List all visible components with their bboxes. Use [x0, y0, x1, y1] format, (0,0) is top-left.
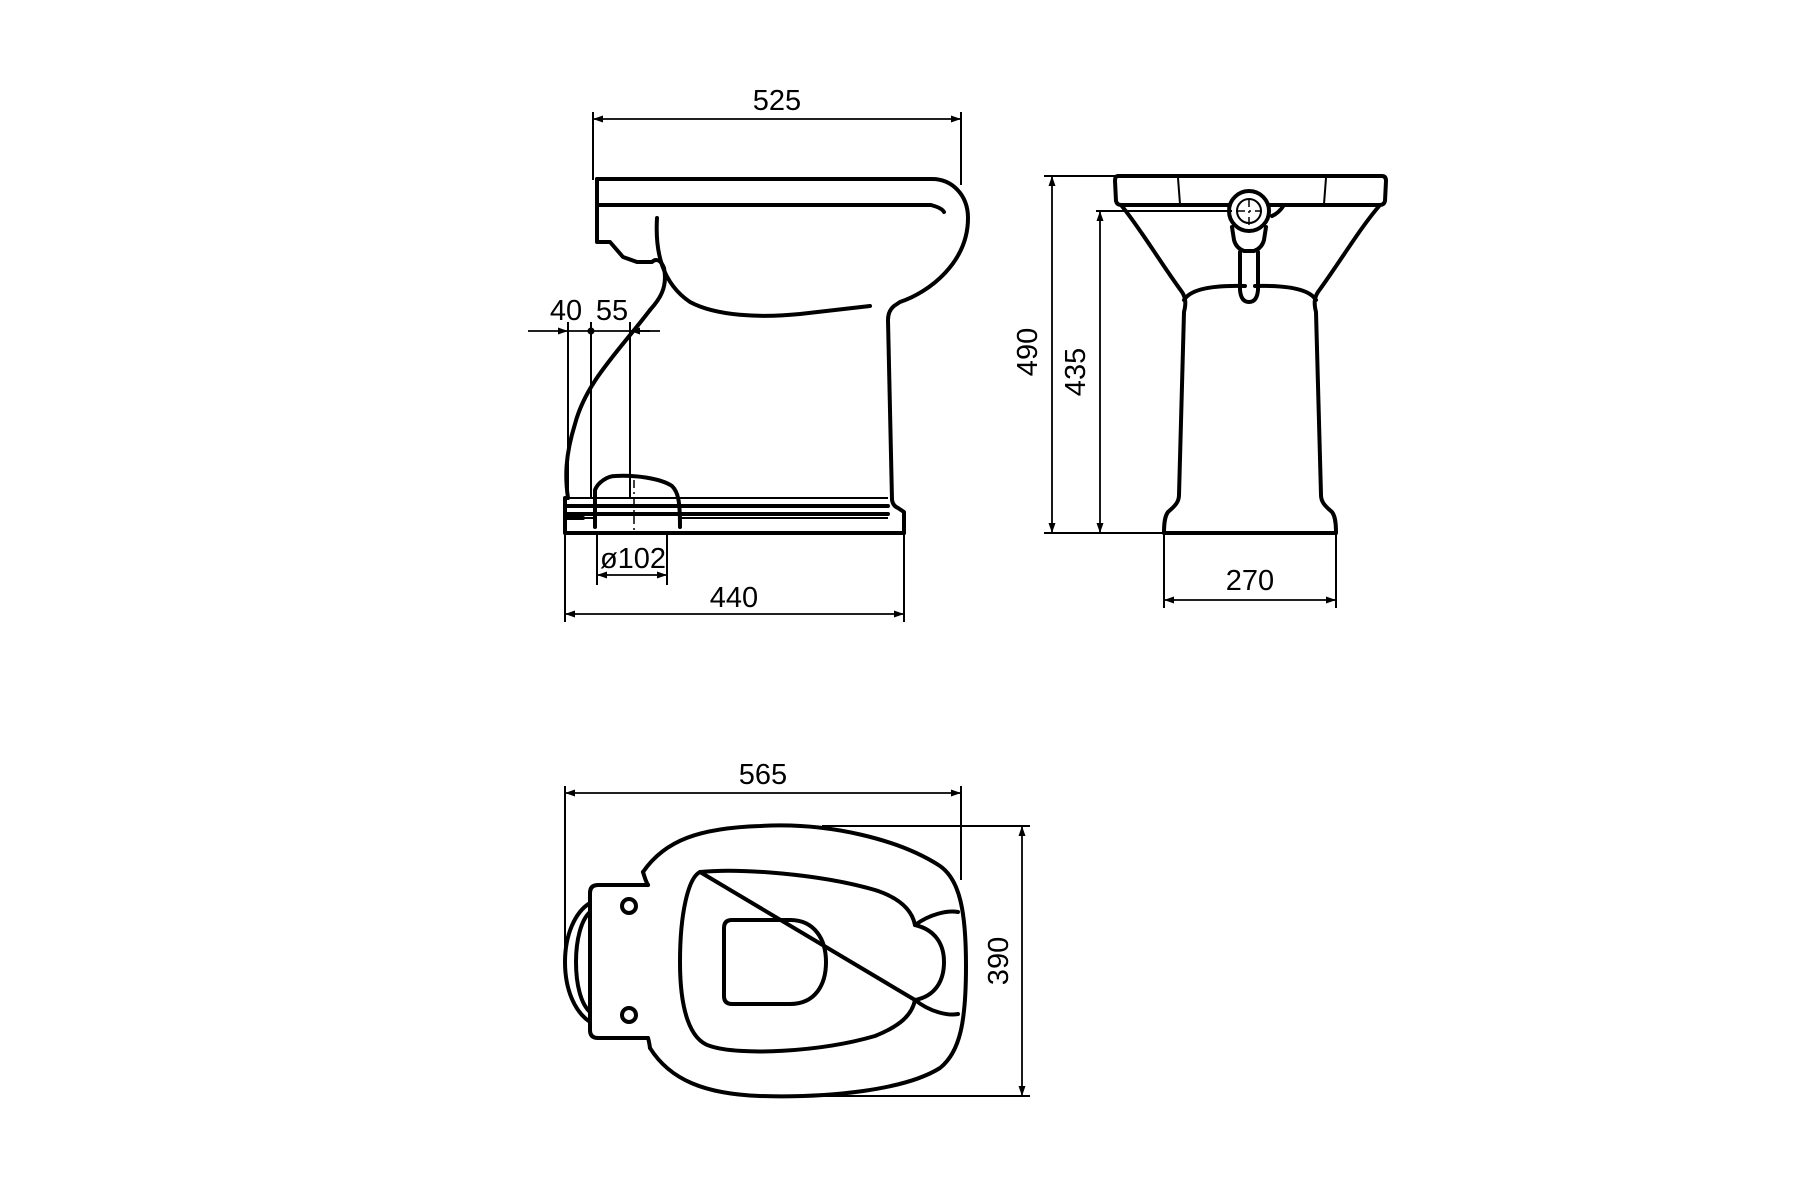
- dim-102-label: ø102: [600, 543, 666, 575]
- side-bowl-curve: [654, 216, 872, 318]
- dim-490-label: 490: [1012, 328, 1044, 376]
- dim-440-label: 440: [710, 582, 758, 614]
- front-inlet-elbow: [1238, 250, 1260, 304]
- plan-rear-flange-inner: [574, 910, 592, 1014]
- dim-270-extension: [1163, 533, 1337, 608]
- dim-565-extension: [564, 786, 962, 962]
- plan-seat-ring: [678, 868, 917, 1054]
- side-base: [563, 496, 906, 535]
- dim-40-55-dot: [587, 327, 595, 335]
- dim-390-label: 390: [983, 937, 1015, 985]
- side-seat-outline: [595, 177, 970, 535]
- plan-hinge-block: [588, 883, 650, 1040]
- front-seat-hinge-marks: [1177, 177, 1327, 205]
- dim-40-55-extension: [567, 322, 631, 498]
- dim-55-label: 55: [596, 295, 628, 327]
- plan-bowl-opening: [722, 918, 828, 1006]
- dim-565-label: 565: [739, 759, 787, 791]
- dim-525-label: 525: [753, 85, 801, 117]
- side-seat-top-edge: [595, 177, 946, 214]
- dim-435-label: 435: [1060, 348, 1092, 396]
- front-view: 490 435 270: [1012, 174, 1388, 608]
- front-bowl-pedestal: [1119, 203, 1382, 535]
- front-inlet-connector: [1230, 225, 1268, 253]
- front-inlet-cross: [1237, 199, 1262, 226]
- plan-hinge-hole-top: [620, 897, 638, 915]
- plan-outer-rim: [641, 823, 968, 1099]
- dim-270-label: 270: [1226, 565, 1274, 597]
- plan-hinge-edge: [641, 870, 652, 1050]
- plan-hinge-hole-bottom: [620, 1006, 638, 1024]
- dim-490-extension: [1044, 175, 1164, 534]
- dim-525-extension: [592, 112, 962, 185]
- side-view: 525 40 55 ø102 440: [528, 85, 970, 622]
- plan-seat-front: [913, 909, 960, 1017]
- dim-40-label: 40: [550, 295, 582, 327]
- plan-view: 565 390: [563, 759, 1030, 1099]
- front-pedestal-shoulder: [1182, 283, 1318, 302]
- dim-440-extension: [564, 533, 905, 622]
- side-outlet-block: [593, 473, 682, 529]
- dim-390-extension: [822, 825, 1030, 1097]
- side-trapway-curve: [564, 308, 652, 500]
